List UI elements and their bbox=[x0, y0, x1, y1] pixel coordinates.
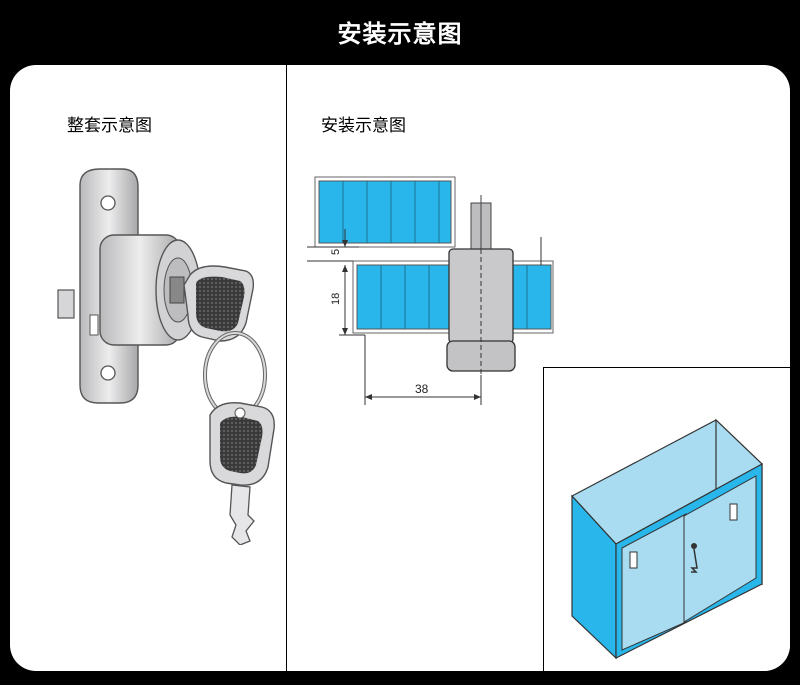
content-card: 整套示意图 安装示意图 bbox=[10, 65, 790, 671]
lock-with-keys-illustration bbox=[57, 168, 275, 545]
dimension-width: 38 bbox=[415, 382, 429, 396]
dimension-top-gap: 5 bbox=[330, 249, 342, 255]
cabinet-inset bbox=[543, 367, 790, 671]
cabinet-illustration bbox=[571, 418, 764, 660]
full-set-label: 整套示意图 bbox=[67, 116, 152, 136]
installation-label: 安装示意图 bbox=[321, 116, 406, 136]
page-title: 安装示意图 bbox=[337, 20, 463, 48]
installation-dimension-drawing: 5 18 38 bbox=[307, 176, 554, 405]
dimension-height: 18 bbox=[330, 293, 342, 305]
panel-divider bbox=[286, 65, 287, 671]
